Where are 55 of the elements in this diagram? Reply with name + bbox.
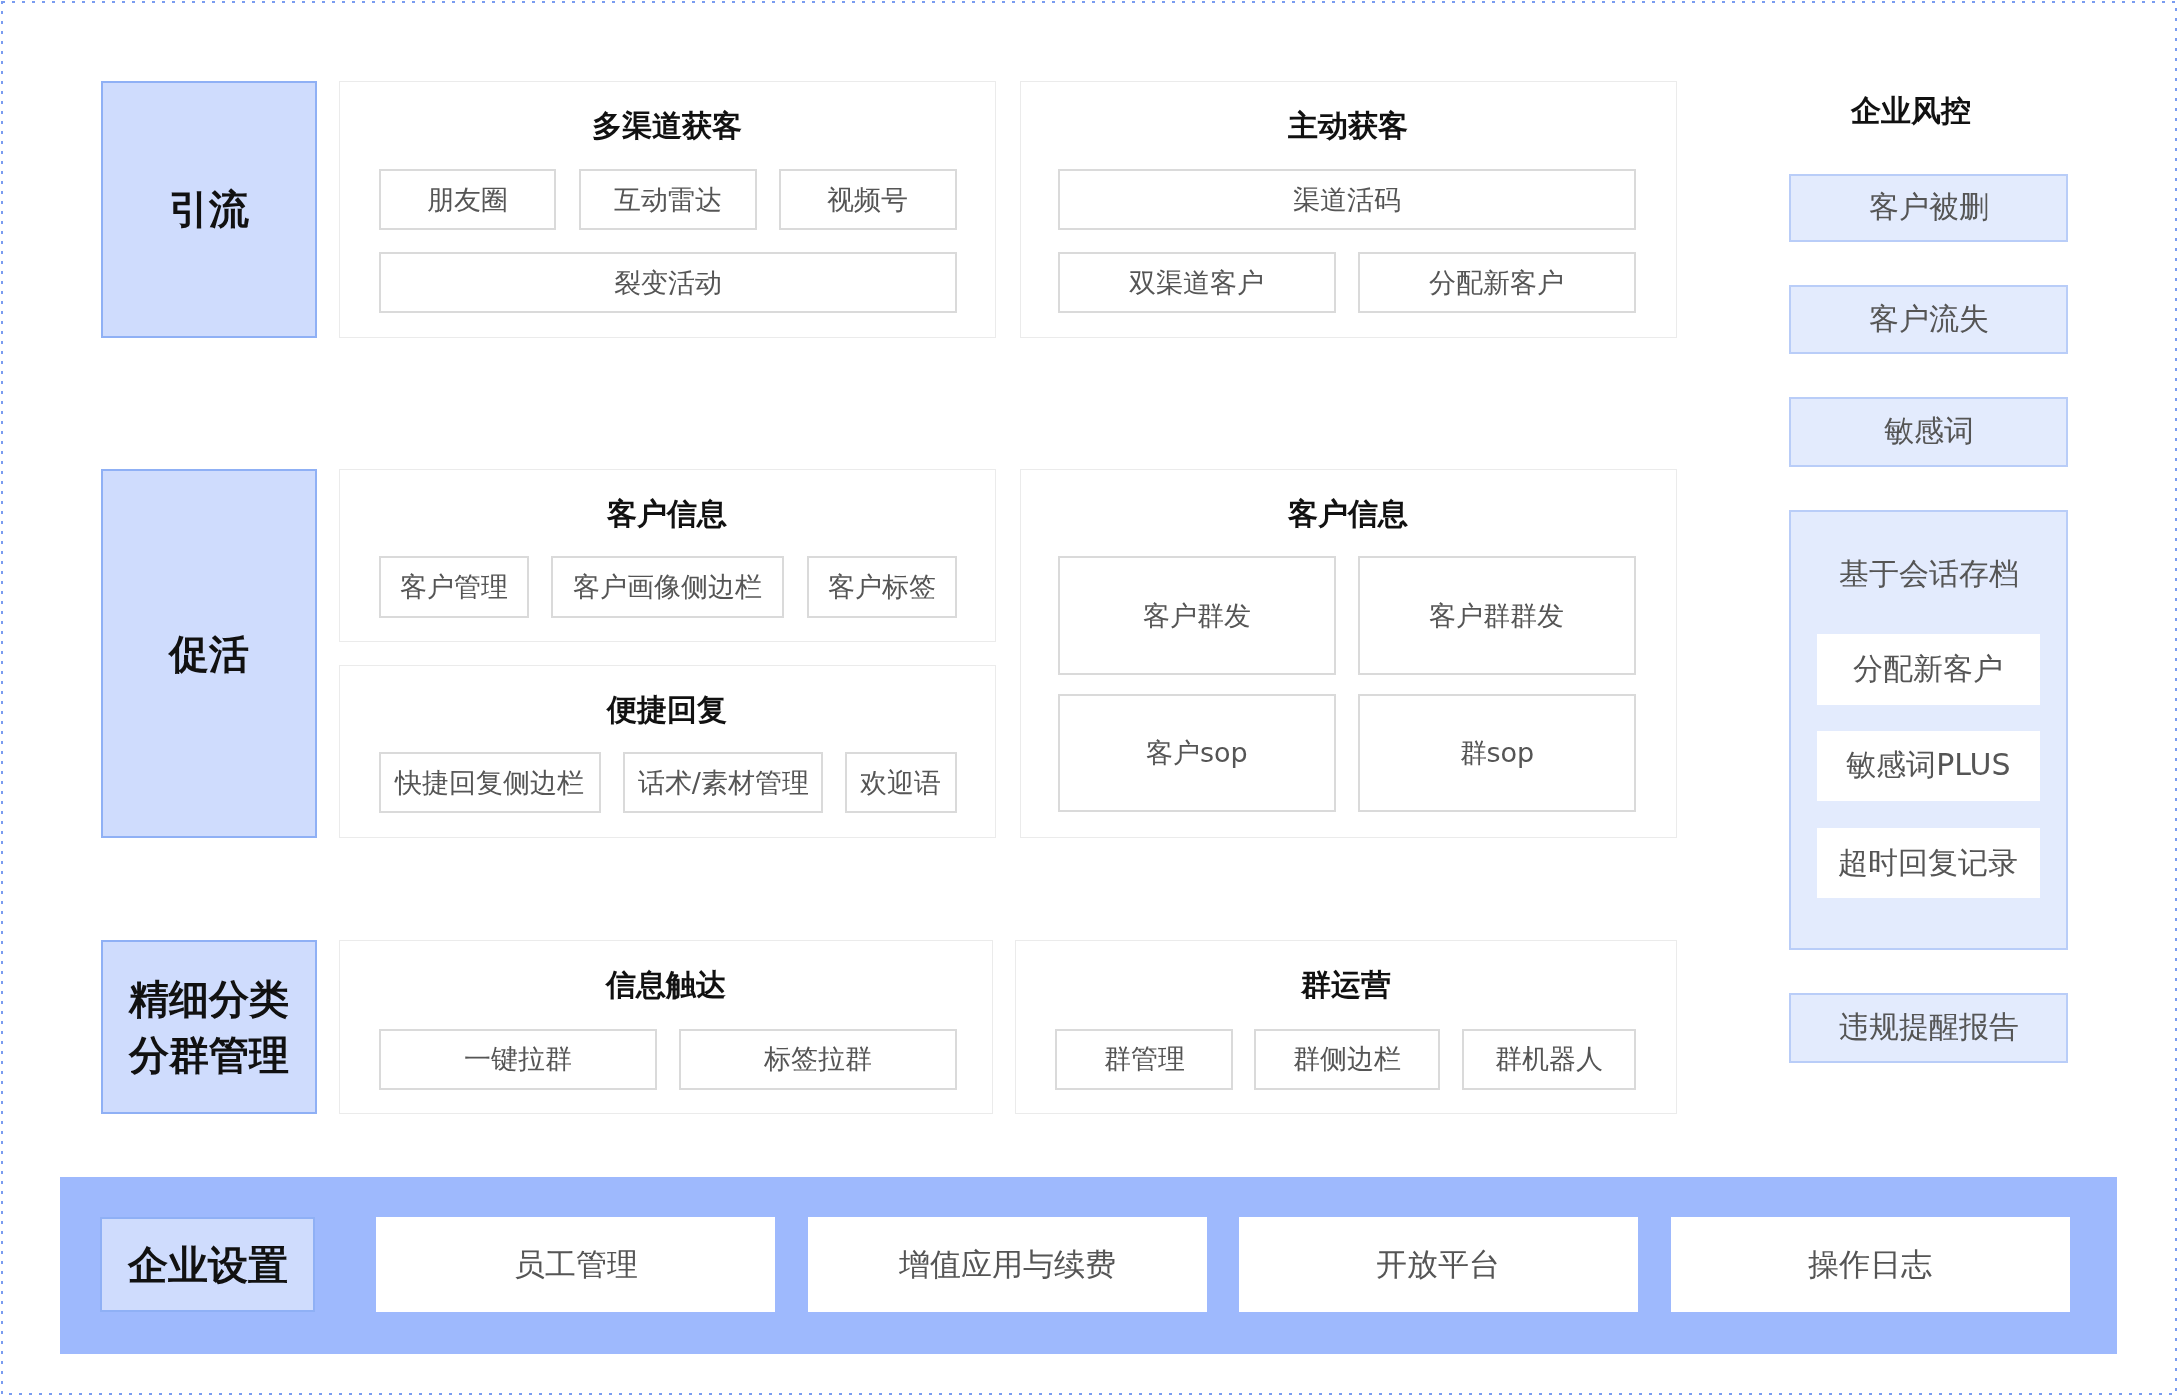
- feature-box: 朋友圈: [378, 168, 557, 231]
- module-panel: [1019, 80, 1677, 338]
- feature-box: 客户管理: [378, 556, 529, 618]
- feature-box: 操作日志: [1670, 1216, 2070, 1313]
- feature-box: 分配新客户: [1817, 633, 2040, 705]
- stage-box: 精细分类分群管理: [101, 940, 317, 1114]
- feature-box: 客户群群发: [1357, 556, 1636, 675]
- feature-box: 开放平台: [1238, 1216, 1638, 1313]
- feature-box: 客户群发: [1057, 556, 1336, 675]
- risk-box: 敏感词: [1789, 397, 2069, 467]
- feature-box: 话术/素材管理: [623, 752, 824, 814]
- stage-box: 企业设置: [99, 1216, 316, 1313]
- module-panel: [1015, 940, 1677, 1114]
- feature-box: 敏感词PLUS: [1817, 731, 2040, 801]
- feature-box: 视频号: [778, 168, 957, 231]
- feature-box: 群管理: [1055, 1028, 1233, 1090]
- risk-box: 客户流失: [1789, 284, 2069, 355]
- module-panel: [338, 469, 996, 642]
- feature-box: 渠道活码: [1057, 168, 1636, 231]
- feature-box: 员工管理: [376, 1216, 775, 1313]
- risk-box: 客户被删: [1789, 173, 2069, 242]
- stage-box: 促活: [101, 469, 317, 838]
- panel-heading: 信息触达: [604, 966, 728, 1005]
- settings-band: [59, 1176, 2117, 1355]
- module-panel: [338, 80, 996, 338]
- risk-panel: [1789, 509, 2069, 951]
- feature-box: 标签拉群: [678, 1028, 957, 1090]
- feature-box: 分配新客户: [1357, 252, 1636, 314]
- module-panel: [338, 665, 996, 838]
- panel-heading: 群运营: [1299, 966, 1392, 1005]
- panel-heading: 基于会话存档: [1837, 554, 2020, 593]
- feature-box: 群sop: [1357, 694, 1636, 813]
- panel-heading: 多渠道获客: [591, 106, 744, 145]
- feature-box: 裂变活动: [378, 252, 957, 314]
- feature-box: 客户标签: [806, 556, 957, 618]
- module-panel: [338, 940, 994, 1114]
- feature-box: 双渠道客户: [1057, 252, 1336, 314]
- feature-box: 欢迎语: [845, 752, 957, 814]
- feature-box: 增值应用与续费: [808, 1216, 1207, 1313]
- panel-heading: 客户信息: [1287, 495, 1410, 534]
- panel-heading: 便捷回复: [605, 691, 729, 730]
- feature-box: 快捷回复侧边栏: [378, 752, 601, 814]
- feature-box: 群侧边栏: [1253, 1028, 1440, 1090]
- risk-box: 违规提醒报告: [1789, 993, 2069, 1063]
- feature-box: 互动雷达: [578, 168, 757, 231]
- column-heading: 企业风控: [1850, 92, 1973, 131]
- feature-box: 群机器人: [1462, 1028, 1636, 1090]
- panel-heading: 主动获客: [1287, 106, 1410, 145]
- feature-box: 超时回复记录: [1817, 828, 2040, 898]
- stage-box: 引流: [101, 80, 317, 338]
- feature-box: 客户sop: [1057, 694, 1336, 813]
- module-panel: [1019, 469, 1677, 838]
- feature-box: 一键拉群: [378, 1028, 657, 1090]
- feature-box: 客户画像侧边栏: [550, 556, 785, 618]
- panel-heading: 客户信息: [606, 495, 729, 534]
